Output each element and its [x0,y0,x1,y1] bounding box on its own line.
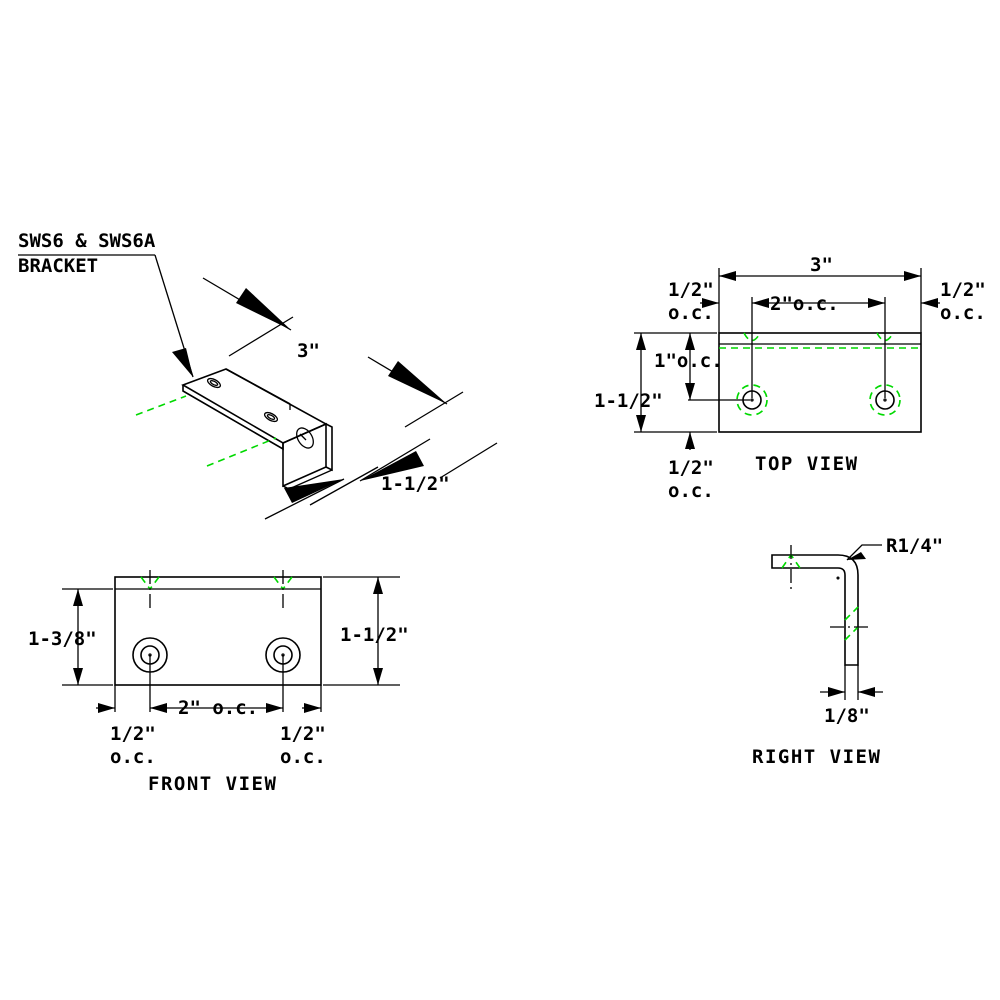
top-view-extension-lines [634,268,922,433]
iso-dim-width [359,356,498,482]
iso-dim-length-label: 3" [297,340,320,362]
top-view-dim-right-edge-label1: 1/2" [940,279,986,301]
top-view-dim-left-edge-label2: o.c. [668,302,714,324]
front-view-dim-left-edge-label2: o.c. [110,746,156,768]
front-view: 1-3/8" 1-1/2" 2" o.c. 1/2" o.c. 1/2" o.c… [28,570,409,795]
top-view-dim-overall-width-label: 3" [810,254,833,276]
right-view-radius-leader [846,544,882,561]
right-view: R1/4" 1/8" RIGHT VIEW [752,535,943,768]
front-view-hole-right [265,637,301,712]
top-view-dim-hole-spacing [752,298,885,308]
front-view-dim-right-edge-label2: o.c. [280,746,326,768]
right-view-extension-lines [844,665,859,700]
top-view: 1/2" o.c. 1/2" o.c. 3" 2"o.c. 1"o.c. 1-1… [594,254,986,502]
right-view-bend-center-dot [836,576,840,580]
front-view-dim-right-height [373,577,383,685]
front-view-dim-left-edge [96,703,115,713]
top-view-dim-overall-depth [636,333,646,432]
top-view-dim-left-edge [700,298,719,308]
right-view-dim-radius-label: R1/4" [886,535,943,557]
front-view-dim-right-edge [302,703,321,713]
top-view-dim-right-edge [921,298,940,308]
top-view-dim-hole-from-top [685,333,695,400]
front-view-dim-left-height-label: 1-3/8" [28,628,97,650]
right-view-dim-thickness [820,687,883,697]
top-view-dim-bottom-label2: o.c. [668,480,714,502]
top-view-dim-hole-spacing-label: 2"o.c. [770,293,839,315]
top-view-dim-overall-width [719,271,921,281]
right-view-profile [771,554,859,666]
bracket-solid [181,368,333,490]
front-view-plate-outline [114,576,322,686]
front-view-title: FRONT VIEW [148,773,277,795]
iso-callout-line1: SWS6 & SWS6A [18,230,156,252]
callout-leader [18,254,194,378]
top-view-plate-outline [718,332,922,433]
front-view-dim-left-height [73,589,83,685]
top-view-dim-left-edge-label1: 1/2" [668,279,714,301]
front-view-dim-hole-spacing-label: 2" o.c. [178,697,258,719]
front-view-dim-hole-spacing [150,703,283,713]
iso-dim-width-label: 1-1/2" [381,473,450,495]
iso-dim-bottom-leader [264,466,379,520]
top-view-dim-right-edge-label2: o.c. [940,302,986,324]
top-view-green-centerlines [719,332,921,349]
top-view-title: TOP VIEW [755,453,859,475]
top-view-dim-bottom-label1: 1/2" [668,457,714,479]
front-view-green-centerlines [140,576,293,590]
front-view-hole-left [132,637,168,712]
front-view-dim-right-edge-label1: 1/2" [280,723,326,745]
iso-callout-line2: BRACKET [18,255,98,277]
right-view-dim-thickness-label: 1/8" [824,705,870,727]
iso-dim-length [202,277,294,357]
isometric-centerlines [135,395,277,467]
top-view-dim-hole-from-top-label: 1"o.c. [654,350,723,372]
front-view-dim-right-height-label: 1-1/2" [340,624,409,646]
isometric-view: SWS6 & SWS6A BRACKET 3" 1-1/2" [18,230,498,520]
right-view-title: RIGHT VIEW [752,746,881,768]
top-view-dim-overall-depth-label: 1-1/2" [594,390,663,412]
right-view-green-centerlines [781,554,859,641]
top-view-dim-bottom-edge [685,432,695,450]
front-view-dim-left-edge-label1: 1/2" [110,723,156,745]
